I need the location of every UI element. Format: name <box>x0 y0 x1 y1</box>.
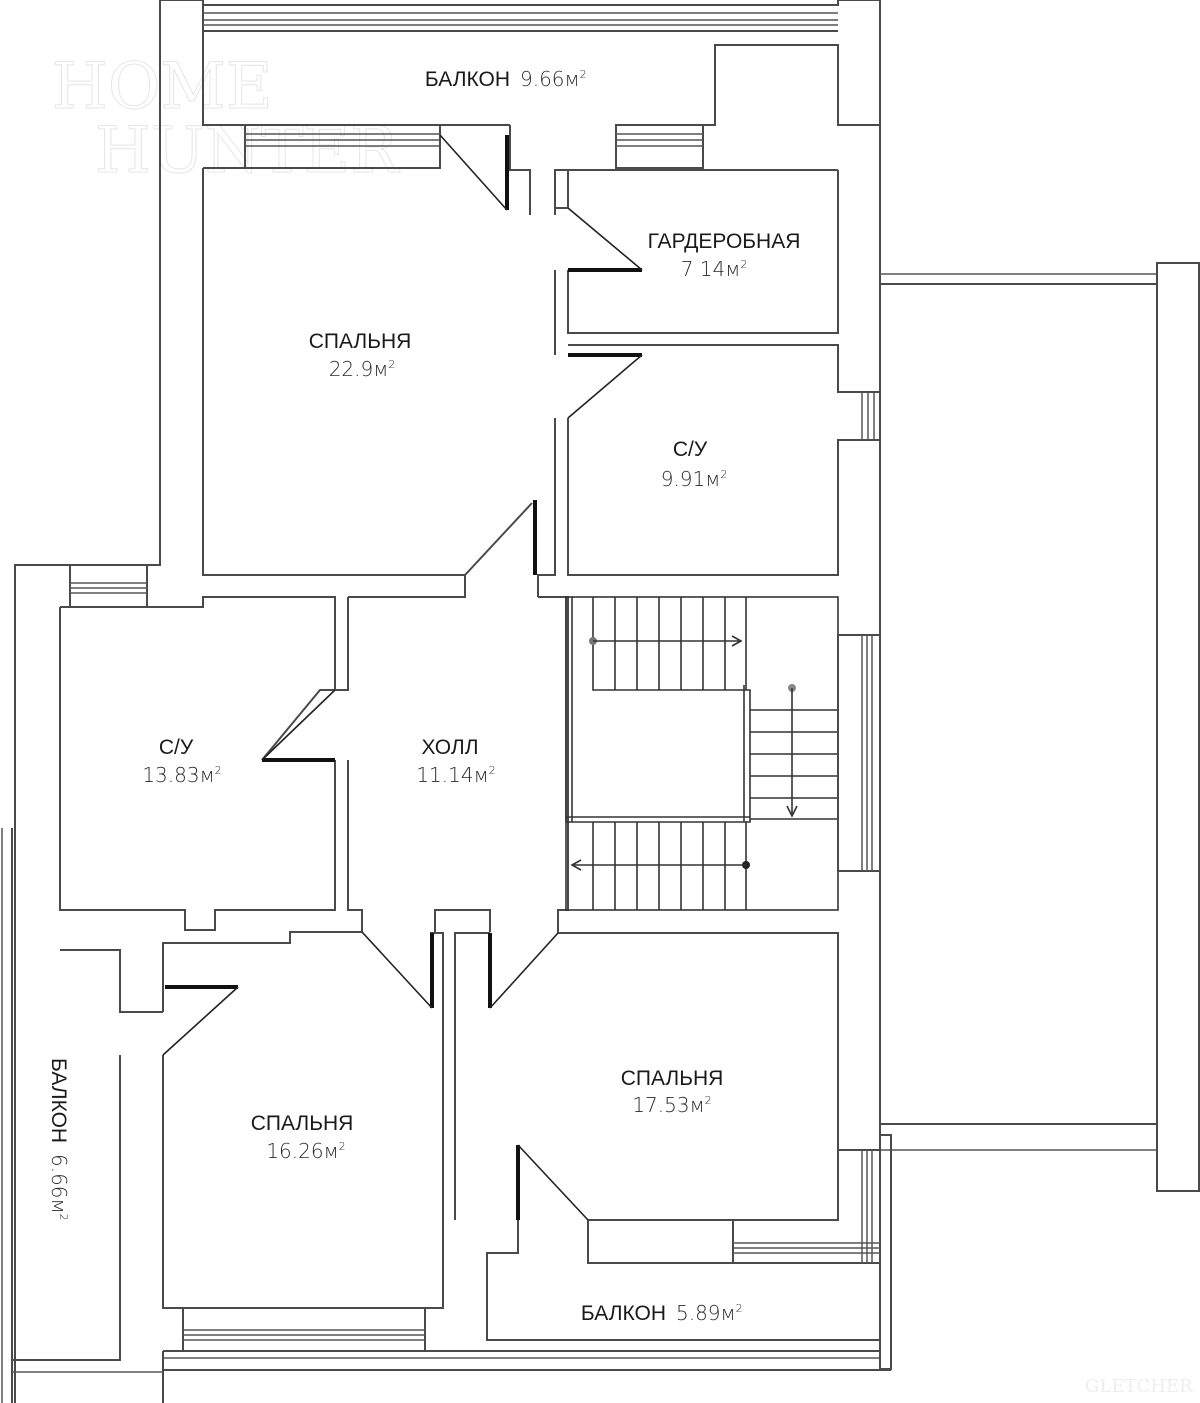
room-label-bathroom-left: С/У 13.83м2 <box>142 736 221 787</box>
balcony-left-outline <box>1 828 164 1403</box>
svg-text:С/У: С/У <box>673 438 708 461</box>
svg-text:17.53м2: 17.53м2 <box>632 1093 711 1117</box>
svg-text:БАЛКОН: БАЛКОН <box>425 68 510 91</box>
room-label-wardrobe: ГАРДЕРОБНАЯ 7 14м2 <box>648 230 801 281</box>
wardrobe-walls <box>554 170 839 355</box>
svg-text:СПАЛЬНЯ: СПАЛЬНЯ <box>309 330 412 353</box>
svg-text:5.89м2: 5.89м2 <box>676 1301 743 1325</box>
room-label-bedroom-bottom-right: СПАЛЬНЯ 17.53м2 <box>621 1067 724 1117</box>
room-label-hall: ХОЛЛ 11.14м2 <box>416 736 495 787</box>
bathroom-left-walls <box>15 564 336 931</box>
room-label-balcony-left: БАЛКОН 6.66м2 <box>47 1058 71 1221</box>
svg-text:11.14м2: 11.14м2 <box>416 763 495 787</box>
svg-text:13.83м2: 13.83м2 <box>142 763 221 787</box>
room-label-balcony-top: БАЛКОН 9.66м2 <box>425 67 587 91</box>
svg-text:СПАЛЬНЯ: СПАЛЬНЯ <box>621 1067 724 1090</box>
svg-text:HOME: HOME <box>52 50 273 124</box>
svg-text:БАЛКОН: БАЛКОН <box>47 1058 70 1143</box>
svg-text:С/У: С/У <box>159 736 194 759</box>
room-label-bedroom-top: СПАЛЬНЯ 22.9м2 <box>309 330 412 381</box>
svg-text:6.66м2: 6.66м2 <box>47 1154 71 1221</box>
room-label-bathroom-right: С/У 9.91м2 <box>661 438 728 491</box>
gletcher-watermark: GLETCHER <box>1085 1376 1193 1397</box>
staircase <box>565 596 839 911</box>
svg-text:ХОЛЛ: ХОЛЛ <box>422 736 479 759</box>
svg-text:СПАЛЬНЯ: СПАЛЬНЯ <box>251 1112 354 1135</box>
svg-text:22.9м2: 22.9м2 <box>329 357 396 381</box>
svg-text:ГАРДЕРОБНАЯ: ГАРДЕРОБНАЯ <box>648 230 801 253</box>
bedroom-bottom-left-walls <box>60 931 444 1352</box>
svg-text:9.91м2: 9.91м2 <box>661 467 728 491</box>
bedroom-bottom-right-walls <box>454 932 880 1341</box>
balcony-bottom-outline <box>163 1263 891 1371</box>
room-label-balcony-bottom: БАЛКОН 5.89м2 <box>581 1301 743 1325</box>
svg-text:9.66м2: 9.66м2 <box>520 67 587 91</box>
bedroom-top-walls <box>14 0 838 1403</box>
svg-text:16.26м2: 16.26м2 <box>266 1139 345 1163</box>
window-stair <box>837 634 881 872</box>
svg-text:7 14м2: 7 14м2 <box>681 257 748 281</box>
terrace-right <box>879 125 1200 1370</box>
window-wardrobe <box>615 124 704 169</box>
room-label-bedroom-bottom-left: СПАЛЬНЯ 16.26м2 <box>251 1112 354 1163</box>
svg-text:БАЛКОН: БАЛКОН <box>581 1302 666 1325</box>
